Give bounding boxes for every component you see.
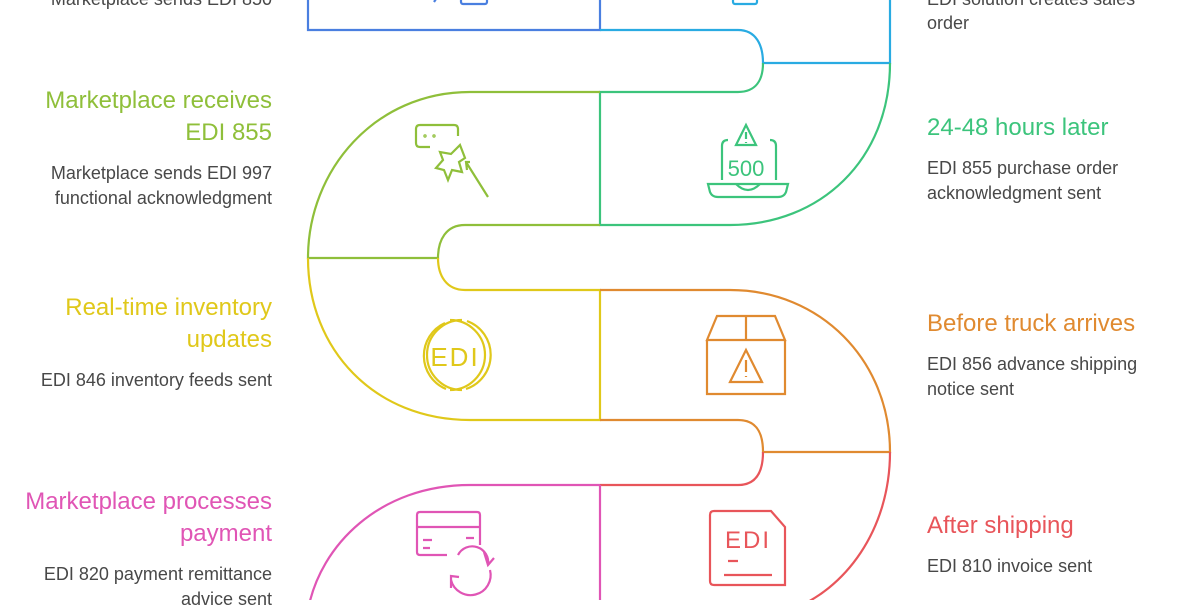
- step-title: Marketplace processes payment: [25, 488, 272, 547]
- path-segment-green: [598, 62, 892, 227]
- step-description: EDI 856 advance shipping notice sent: [927, 354, 1138, 399]
- path-segment-yellow: [306, 257, 602, 422]
- step-title: After shipping: [927, 512, 1074, 539]
- step-title: Before truck arrives: [927, 310, 1136, 337]
- path-segment-orange: [600, 288, 892, 454]
- step-description: EDI 855 purchase order acknowledgment se…: [927, 158, 1119, 203]
- step-before-truck: Before truck arrives EDI 856 advance shi…: [927, 308, 1177, 401]
- step-description: Marketplace sends EDI 850: [12, 0, 272, 11]
- path-segment-red: [600, 451, 892, 600]
- path-segment-blue: [306, 0, 602, 32]
- card-refresh-icon: [415, 510, 495, 597]
- document-icon: [731, 0, 759, 6]
- path-segment-pink: [309, 483, 602, 600]
- box-warning-icon: [705, 314, 787, 396]
- laptop-error-500-icon: 500: [706, 122, 790, 199]
- step-description: EDI 820 payment remittance advice sent: [43, 564, 272, 609]
- svg-text:500: 500: [728, 156, 765, 181]
- step-description: EDI solution creates sales order: [927, 0, 1135, 33]
- path-segment-cyan: [600, 0, 892, 65]
- step-sales-order: EDI solution creates sales order: [927, 0, 1177, 35]
- step-marketplace-sends-850: Marketplace sends EDI 850: [12, 0, 272, 11]
- step-description: EDI 846 inventory feeds sent: [40, 370, 272, 390]
- edi-document-icon: EDI: [708, 509, 787, 587]
- step-855-sent: 24-48 hours later EDI 855 purchase order…: [927, 112, 1187, 205]
- order-icon: [433, 0, 489, 6]
- svg-text:EDI: EDI: [725, 527, 771, 554]
- step-title: Marketplace receives EDI 855: [45, 87, 272, 146]
- step-title: 24-48 hours later: [927, 114, 1109, 141]
- step-marketplace-receives-855: Marketplace receives EDI 855 Marketplace…: [12, 85, 272, 210]
- step-processes-payment: Marketplace processes payment EDI 820 pa…: [12, 486, 272, 611]
- svg-text:EDI: EDI: [430, 342, 479, 372]
- step-description: Marketplace sends EDI 997 functional ack…: [50, 163, 272, 208]
- click-burst-icon: [414, 123, 489, 198]
- step-inventory-updates: Real-time inventory updates EDI 846 inve…: [12, 292, 272, 393]
- step-title: Real-time inventory updates: [65, 294, 272, 353]
- path-segment-lime: [306, 90, 600, 260]
- edi-sync-icon: EDI: [422, 318, 492, 392]
- step-after-shipping: After shipping EDI 810 invoice sent: [927, 510, 1187, 579]
- step-description: EDI 810 invoice sent: [927, 556, 1093, 576]
